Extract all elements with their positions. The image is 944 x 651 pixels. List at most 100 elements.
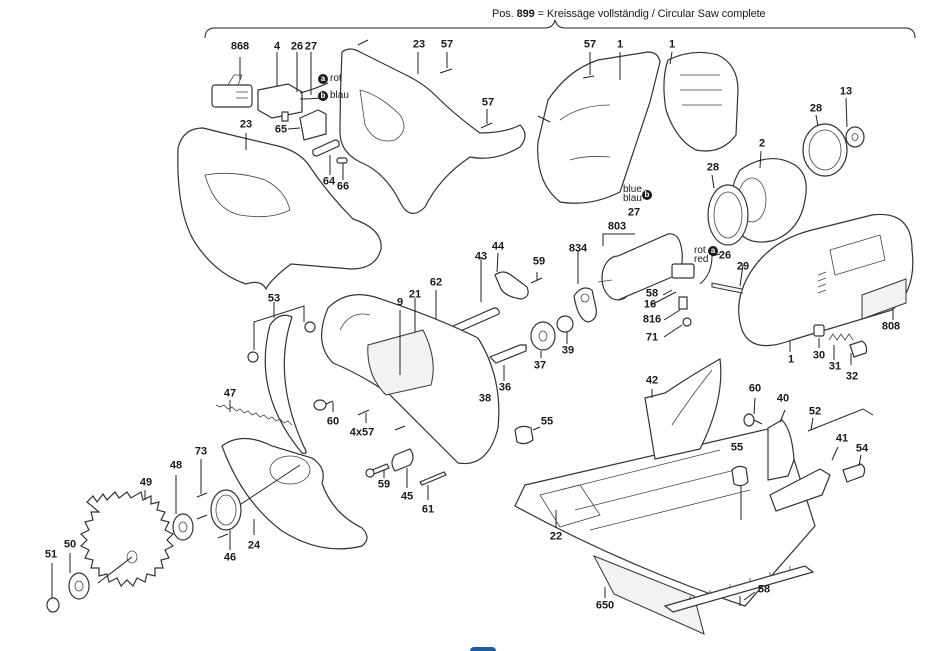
part-58-screw	[662, 289, 673, 296]
pos-prefix: Pos.	[492, 8, 514, 20]
label-45: 45	[400, 490, 414, 503]
part-28-baffle-ring-front	[707, 174, 749, 246]
label-803: 803	[607, 220, 627, 233]
part-42-angle-bracket	[644, 358, 722, 460]
wire-rot-note: rot	[330, 73, 342, 84]
label-31: 31	[828, 360, 842, 373]
part-9-guard-panel	[367, 310, 434, 396]
label-44: 44	[491, 240, 505, 253]
part-30-nut	[813, 324, 825, 348]
part-23-handle	[177, 127, 382, 291]
label-650: 650	[595, 599, 615, 612]
label-66: 66	[336, 180, 350, 193]
part-26-wire	[699, 253, 721, 285]
label-816: 816	[642, 313, 662, 326]
label-58: 58	[645, 287, 659, 300]
label-39: 39	[561, 344, 575, 357]
label-32: 32	[845, 370, 859, 383]
part-29-clamp	[711, 264, 744, 294]
part-43-shaft	[443, 258, 500, 337]
label-834: 834	[568, 242, 588, 255]
label-60: 60	[748, 382, 762, 395]
label-808: 808	[881, 320, 901, 333]
part-16-brush-holder	[650, 263, 695, 306]
label-57: 57	[583, 38, 597, 51]
part-55-knob-left	[514, 425, 541, 445]
page-indicator	[470, 647, 496, 651]
label-48: 48	[169, 459, 183, 472]
part-53-guard-lever	[247, 302, 316, 454]
wire-blue-note: blue	[623, 184, 642, 195]
part-51-nut	[46, 563, 60, 613]
label-16: 16	[643, 298, 657, 311]
label-23: 23	[239, 118, 253, 131]
part-59-screw	[530, 272, 543, 284]
label-29: 29	[736, 260, 750, 273]
part-803-armature	[597, 233, 683, 301]
assembly-title: Pos. 899 = Kreissäge vollständig / Circu…	[492, 8, 766, 20]
part-73-screws	[196, 459, 229, 539]
part-816-carbon-brush	[663, 296, 688, 321]
label-4: 4	[273, 40, 281, 53]
pos-number: 899	[516, 8, 535, 20]
part-71-spring	[663, 317, 692, 338]
label-43: 43	[474, 250, 488, 263]
label-59: 59	[532, 255, 546, 268]
part-46-ring	[210, 489, 242, 550]
part-24-lower-guard	[221, 437, 368, 550]
label-23: 23	[412, 38, 426, 51]
label-38: 38	[478, 392, 492, 405]
label-64: 64	[322, 175, 336, 188]
label-868: 868	[230, 40, 250, 53]
label-61: 61	[421, 503, 435, 516]
part-49-saw-blade	[79, 490, 175, 588]
part-45-sleeve	[391, 448, 414, 488]
label-24: 24	[247, 539, 261, 552]
part-65-lever	[287, 109, 327, 141]
wire-blau-note-2: blau	[623, 193, 642, 204]
label-54: 54	[855, 442, 869, 455]
label-46: 46	[223, 551, 237, 564]
part-834-bearing-plate	[573, 250, 597, 323]
label-2: 2	[758, 137, 766, 150]
part-59-bolt	[365, 463, 390, 478]
part-32-cap	[849, 340, 868, 365]
part-60-screw-left	[313, 399, 334, 412]
part-64-slider	[312, 139, 340, 175]
label-4x57: 4x57	[349, 426, 375, 439]
part-48-flange	[172, 475, 194, 541]
wire-b-badge-2: b	[642, 190, 652, 200]
part-23-housing-half	[339, 48, 526, 214]
part-57-screws	[357, 409, 406, 431]
label-42: 42	[645, 374, 659, 387]
part-868-switch-connector	[211, 57, 253, 108]
label-62: 62	[429, 276, 443, 289]
part-60-screw-right	[743, 397, 763, 427]
part-4-switch	[257, 52, 329, 122]
wire-red-note: red	[694, 254, 709, 265]
wire-blau-note: blau	[330, 90, 349, 101]
label-1: 1	[616, 38, 624, 51]
label-71: 71	[645, 331, 659, 344]
label-9: 9	[396, 296, 404, 309]
part-50-flange	[68, 553, 90, 600]
part-47-spring	[215, 400, 293, 426]
label-37: 37	[533, 359, 547, 372]
label-49: 49	[139, 476, 153, 489]
label-55: 55	[540, 415, 554, 428]
label-47: 47	[223, 387, 237, 400]
part-58-screw-bottom	[739, 591, 756, 606]
wire-rot-note-2: rot	[694, 245, 706, 256]
part-54-lever	[842, 454, 866, 483]
assembly-brace	[204, 19, 916, 39]
label-59: 59	[377, 478, 391, 491]
label-28: 28	[706, 161, 720, 174]
screw-57-top	[357, 39, 493, 129]
part-41-clamp	[769, 446, 839, 512]
label-65: 65	[274, 123, 288, 136]
label-36: 36	[498, 381, 512, 394]
label-55: 55	[730, 441, 744, 454]
wire-a-badge: a	[318, 74, 328, 84]
